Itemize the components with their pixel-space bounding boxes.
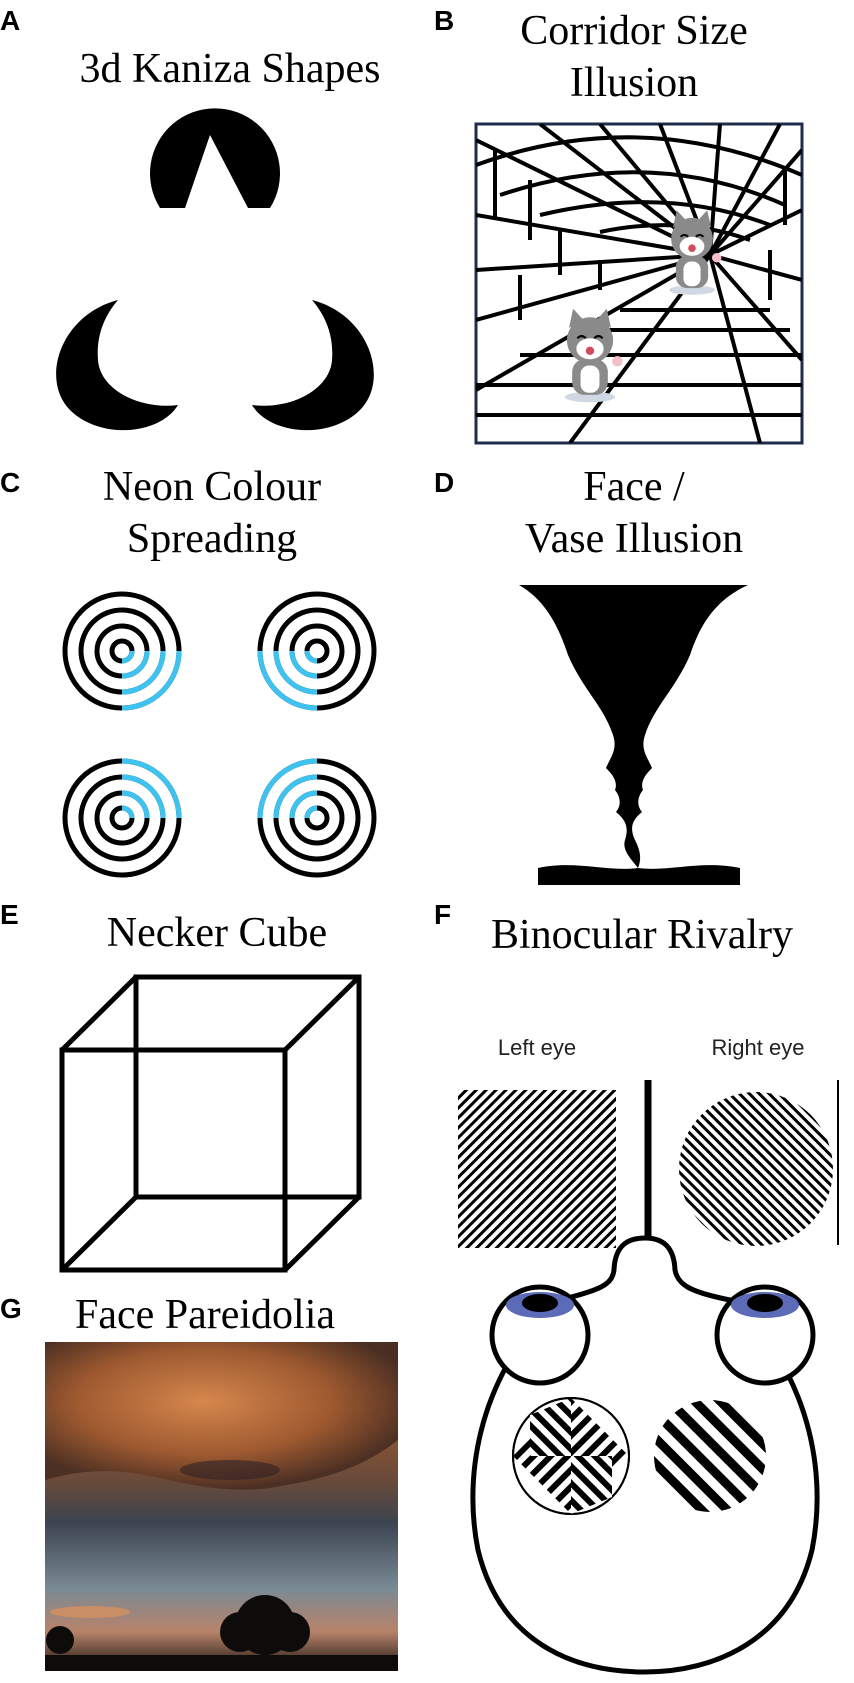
panel-c-letter: C bbox=[0, 467, 20, 498]
panel-f-letter: F bbox=[434, 899, 451, 930]
left-eye-grating bbox=[458, 1090, 616, 1248]
corridor-drawing bbox=[476, 124, 802, 443]
panel-e-title: Necker Cube bbox=[107, 910, 327, 956]
panel-a-letter: A bbox=[0, 5, 20, 36]
panel-d-letter: D bbox=[434, 467, 454, 498]
single-grating-percept-disc bbox=[654, 1400, 766, 1512]
panel-g-letter: G bbox=[0, 1293, 22, 1324]
panel-b-title-line1: Corridor Size bbox=[520, 8, 747, 54]
kanizsa-left-crescent bbox=[56, 300, 178, 431]
panel-b-title-line2: Illusion bbox=[570, 60, 698, 106]
right-eyeball bbox=[714, 1284, 816, 1386]
panel-a: A 3d Kaniza Shapes bbox=[0, 5, 381, 431]
panel-b-letter: B bbox=[434, 5, 454, 36]
neon-ring-top-right bbox=[257, 591, 377, 711]
panel-d-title-line2: Vase Illusion bbox=[525, 516, 743, 562]
neon-ring-bottom-right bbox=[257, 758, 377, 878]
left-eyeball bbox=[489, 1284, 591, 1386]
neon-ring-top-left bbox=[62, 591, 182, 711]
left-eye-label: Left eye bbox=[498, 1035, 576, 1060]
panel-d-title-line1: Face / bbox=[583, 464, 685, 510]
right-eye-grating bbox=[679, 1092, 833, 1246]
panel-e-letter: E bbox=[0, 899, 19, 930]
neon-ring-bottom-left bbox=[62, 758, 182, 878]
panel-c-title-line1: Neon Colour bbox=[103, 464, 321, 510]
panel-e: E Necker Cube bbox=[0, 899, 362, 1273]
panel-c-title-line2: Spreading bbox=[127, 516, 297, 562]
panel-a-title: 3d Kaniza Shapes bbox=[80, 46, 381, 92]
sky-photo bbox=[45, 1342, 398, 1671]
mixed-percept-disc bbox=[512, 1397, 630, 1515]
kanizsa-right-crescent bbox=[252, 300, 374, 431]
cartoon-cat-near bbox=[564, 308, 623, 403]
kanizsa-top-shape bbox=[150, 108, 281, 208]
necker-cube bbox=[59, 974, 362, 1273]
face-vase-silhouette bbox=[519, 585, 748, 885]
panel-g: G Face Pareidolia bbox=[0, 1292, 398, 1671]
panel-f-title: Binocular Rivalry bbox=[491, 912, 793, 958]
panel-d: D Face / Vase Illusion bbox=[434, 464, 748, 885]
panel-c: C Neon Colour Spreading bbox=[0, 464, 377, 878]
panel-g-title: Face Pareidolia bbox=[75, 1292, 335, 1338]
right-eye-label: Right eye bbox=[712, 1035, 805, 1060]
cartoon-cat-far bbox=[669, 210, 722, 295]
panel-f: F Binocular Rivalry Left eye Right eye bbox=[434, 899, 839, 1675]
panel-b: B Corridor Size Illusion bbox=[434, 5, 804, 445]
